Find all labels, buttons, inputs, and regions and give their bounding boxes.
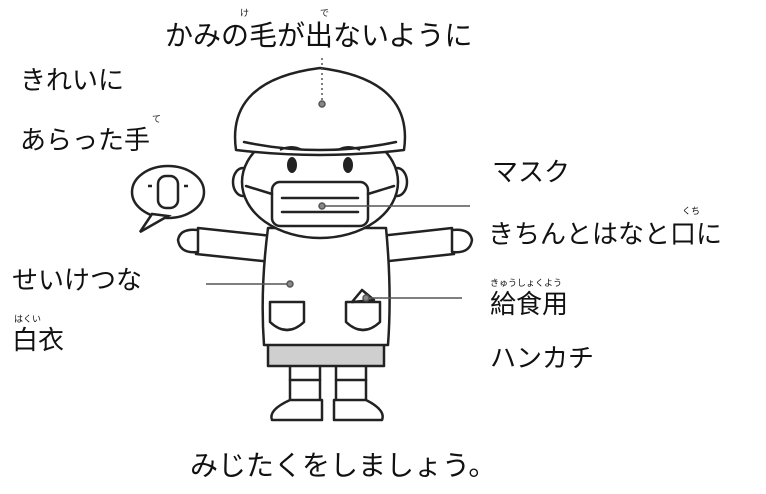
hat (233, 66, 407, 157)
title-furigana-ke: け (240, 9, 250, 19)
mask-label: マスク (492, 158, 571, 188)
gown-furigana: はくい (14, 315, 42, 325)
right-shoe (332, 398, 384, 422)
clean-gown-label-1: せいけつな (12, 266, 143, 296)
right-eye (343, 157, 353, 173)
clean-hand-bubble (130, 164, 206, 234)
left-arm (194, 226, 274, 264)
mask-description: きちんとはなと口に (488, 220, 723, 250)
right-hand (450, 228, 474, 254)
left-shoe (270, 398, 324, 422)
left-pocket (268, 300, 306, 332)
handkerchief-furigana: きゅうしょくよう (490, 279, 563, 289)
right-arm (378, 226, 456, 264)
clean-gown-label-2: 白衣 (12, 326, 65, 356)
handkerchief-label-2: ハンカチ (490, 344, 595, 374)
footer-caption: みじたくをしましょう。 (190, 449, 497, 482)
clean-hands-label-2: あらった手 (20, 126, 151, 156)
left-eye (287, 157, 297, 173)
handkerchief-label-1: 給食用 (490, 290, 569, 320)
mask-furigana: くち (682, 207, 701, 217)
clean-hands-furigana: て (152, 115, 162, 125)
title-furigana-de: で (320, 9, 330, 19)
left-hand (176, 228, 200, 254)
title: かみの毛が出ないように (165, 19, 473, 52)
left-leg (288, 360, 322, 404)
right-pocket (344, 300, 382, 332)
right-leg (334, 360, 368, 404)
clean-hands-label-1: きれいに (20, 66, 125, 96)
